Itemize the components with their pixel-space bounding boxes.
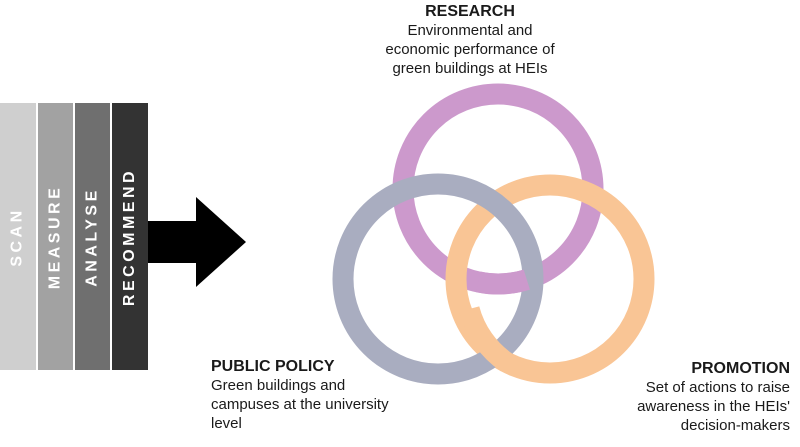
ring-promotion — [445, 174, 655, 384]
public-policy-line: level — [211, 415, 242, 432]
stage-analyse: ANALYSE — [75, 103, 110, 370]
promotion-label: PROMOTION Set of actions to raise awaren… — [560, 359, 790, 435]
stage-measure: MEASURE — [38, 103, 73, 370]
ring-public-policy — [332, 173, 544, 385]
promotion-line: awareness in the HEIs' — [637, 398, 790, 415]
research-line: green buildings at HEIs — [392, 60, 548, 77]
promotion-line: decision-makers — [680, 417, 790, 434]
research-label: RESEARCH Environmental and economic perf… — [345, 2, 595, 78]
public-policy-label: PUBLIC POLICY Green buildings and campus… — [211, 357, 451, 433]
promotion-title: PROMOTION — [691, 360, 790, 377]
public-policy-line: campuses at the university — [211, 396, 389, 413]
research-title: RESEARCH — [425, 3, 515, 20]
research-line: Environmental and — [407, 22, 533, 39]
right-arrow-icon — [148, 197, 246, 287]
research-line: economic performance of — [385, 41, 555, 58]
public-policy-line: Green buildings and — [211, 377, 346, 394]
stage-recommend: RECOMMEND — [112, 103, 148, 370]
promotion-line: Set of actions to raise — [645, 379, 790, 396]
ring-promotion-overlap — [458, 305, 514, 372]
stage-scan: SCAN — [0, 103, 36, 370]
public-policy-title: PUBLIC POLICY — [211, 358, 335, 375]
ring-research-overlap — [476, 269, 530, 295]
